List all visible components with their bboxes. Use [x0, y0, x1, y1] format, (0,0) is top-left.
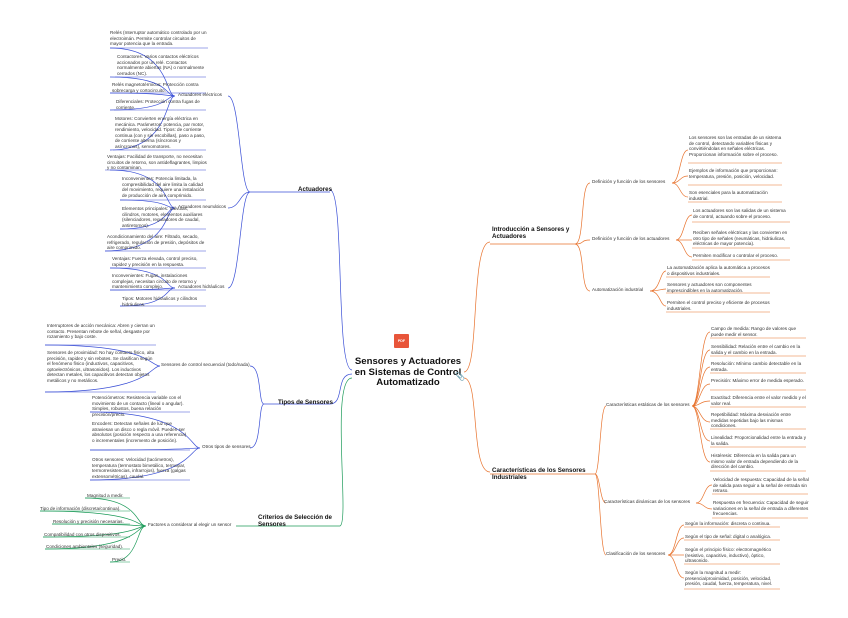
- branch-caracteristicas[interactable]: Características de los Sensores Industri…: [492, 467, 586, 481]
- leaf-actuadores-salidas[interactable]: Los actuadores son las salidas de un sis…: [693, 208, 786, 219]
- leaf-actuadores-permiten[interactable]: Permiten modificar o controlar el proces…: [693, 253, 779, 258]
- leaf-reles[interactable]: Relés (Interruptor automático controlado…: [110, 30, 207, 47]
- branch-criterios[interactable]: Criterios de Selección de Sensores: [258, 514, 332, 528]
- leaf-hidraulicos-ventajas[interactable]: Ventajas: Fuerza elevada, control precis…: [112, 256, 198, 267]
- leaf-resolucion[interactable]: Resolución y precisión necesarias.: [53, 519, 124, 524]
- leaf-condiciones[interactable]: Condiciones ambientales (seguridad).: [46, 544, 124, 549]
- leaf-segun-magnitud[interactable]: Según la magnitud a medir: presencia/pro…: [685, 570, 773, 587]
- leaf-exactitud[interactable]: Exactitud: Diferencia entre el valor med…: [711, 395, 806, 406]
- node-def-actuadores[interactable]: Definición y función de los actuadores: [592, 236, 670, 241]
- leaf-velocidad-respuesta[interactable]: Velocidad de respuesta: Capacidad de la …: [713, 477, 809, 494]
- leaf-histeresis[interactable]: Histéresis: Diferencia en la salida para…: [711, 453, 799, 470]
- node-control-secuencial[interactable]: Sensores de control secuencial (todo/nad…: [161, 362, 250, 367]
- leaf-neumaticos-inconvenientes[interactable]: Inconvenientes: Potencia limitada, la co…: [122, 176, 205, 198]
- node-actuadores-hidraulicos[interactable]: Actuadores hidráulicos: [178, 284, 225, 289]
- leaf-otros-sensores[interactable]: Otros sensores: Velocidad (tacómetros), …: [92, 457, 186, 479]
- node-estaticas[interactable]: Características estáticas de los sensore…: [606, 402, 690, 407]
- node-actuadores-neumaticos[interactable]: Actuadores neumáticos: [178, 204, 227, 209]
- leaf-compatibilidad[interactable]: Compatibilidad con otros dispositivos.: [44, 532, 121, 537]
- leaf-automatizacion-control[interactable]: Permiten el control preciso y eficiente …: [667, 300, 770, 311]
- leaf-segun-senal[interactable]: Según el tipo de señal: digital o analóg…: [685, 534, 772, 539]
- leaf-interruptores-mecanicos[interactable]: Interruptores de acción mecánica: Abren …: [47, 323, 155, 340]
- leaf-reles-magnetotermicos[interactable]: Relés magnetotérmicos: Protección contra…: [112, 82, 199, 93]
- branch-introduccion[interactable]: Introducción a Sensores y Actuadores: [492, 226, 570, 240]
- leaf-neumaticos-acondicionamiento[interactable]: Acondicionamiento del aire: Filtrado, se…: [107, 234, 205, 251]
- node-factores[interactable]: Factores a considerar al elegir un senso…: [148, 522, 232, 527]
- leaf-repetibilidad[interactable]: Repetibilidad: Máxima desviación entre m…: [711, 412, 791, 429]
- leaf-sensores-esenciales[interactable]: Son esenciales para la automatización in…: [689, 190, 768, 201]
- leaf-resolucion[interactable]: Resolución: Mínimo cambio detectable en …: [711, 361, 802, 372]
- paperclip-icon[interactable]: 📎: [455, 372, 465, 381]
- branch-tipos-sensores[interactable]: Tipos de Sensores: [278, 399, 333, 406]
- branch-actuadores[interactable]: Actuadores: [298, 186, 333, 193]
- leaf-neumaticos-ventajas[interactable]: Ventajas: Facilidad de transporte, no ne…: [107, 154, 207, 171]
- leaf-neumaticos-elementos[interactable]: Elementos principales: Válvulas, cilindr…: [122, 206, 203, 228]
- leaf-automatizacion-componentes[interactable]: Sensores y actuadores son componentes im…: [667, 282, 752, 293]
- node-otros-sensores[interactable]: Otros tipos de sensores: [202, 444, 251, 449]
- leaf-magnitud[interactable]: Magnitud a medir.: [87, 493, 124, 498]
- leaf-precio[interactable]: Precio.: [112, 557, 127, 562]
- leaf-contactores[interactable]: Contactores: Varios contactos eléctricos…: [117, 54, 205, 76]
- leaf-sensores-entradas[interactable]: Los sensores son las entradas de un sist…: [689, 135, 782, 157]
- leaf-sensibilidad[interactable]: Sensibilidad: Relación entre el cambio e…: [711, 344, 801, 355]
- leaf-respuesta-frecuencia[interactable]: Respuesta en frecuencia: Capacidad de se…: [713, 500, 809, 517]
- leaf-motores[interactable]: Motores: Convierten energía eléctrica en…: [115, 116, 206, 149]
- leaf-sensores-proximidad[interactable]: Sensores de proximidad: No hay contacto …: [47, 350, 155, 383]
- node-automatizacion[interactable]: Automatización industrial: [592, 287, 644, 292]
- leaf-potenciometros[interactable]: Potenciómetros: Resistencia variable con…: [92, 395, 184, 417]
- leaf-precision[interactable]: Precisión: Máximo error de medida espera…: [711, 378, 804, 383]
- node-def-sensores[interactable]: Definición y función de los sensores: [592, 179, 666, 184]
- leaf-actuadores-reciben[interactable]: Reciben señales eléctricas y las convier…: [693, 230, 788, 247]
- leaf-segun-principio[interactable]: Según el principio físico: electromagnét…: [685, 547, 772, 564]
- leaf-segun-informacion[interactable]: Según la información: discreta o continu…: [685, 521, 771, 526]
- pdf-icon[interactable]: PDF: [394, 334, 409, 348]
- leaf-sensores-ejemplos[interactable]: Ejemplos de información que proporcionan…: [689, 168, 778, 179]
- node-actuadores-electricos[interactable]: Actuadores eléctricos: [178, 92, 222, 97]
- leaf-automatizacion-aplica[interactable]: La automatización aplica la automática a…: [667, 265, 770, 276]
- leaf-hidraulicos-tipos[interactable]: Tipos: Motores hidráulicos y cilindros h…: [122, 296, 198, 307]
- leaf-linealidad[interactable]: Linealidad: Proporcionalidad entre la en…: [711, 435, 807, 446]
- node-dinamicas[interactable]: Características dinámicas de los sensore…: [604, 499, 691, 504]
- node-clasificacion[interactable]: Clasificación de los sensores: [606, 551, 666, 556]
- root-topic[interactable]: Sensores y Actuadores en Sistemas de Con…: [354, 356, 462, 389]
- leaf-hidraulicos-inconvenientes[interactable]: Inconvenientes: Fugas, instalaciones com…: [112, 273, 197, 290]
- leaf-encoders[interactable]: Encoders: Detectan señales de luz que at…: [92, 421, 187, 443]
- leaf-campo-medida[interactable]: Campo de medida: Rango de valores que pu…: [711, 326, 797, 337]
- leaf-tipo-informacion[interactable]: Tipo de información (discreta/continua).: [40, 506, 121, 511]
- leaf-diferenciales[interactable]: Diferenciales: Protección contra fugas d…: [116, 99, 200, 110]
